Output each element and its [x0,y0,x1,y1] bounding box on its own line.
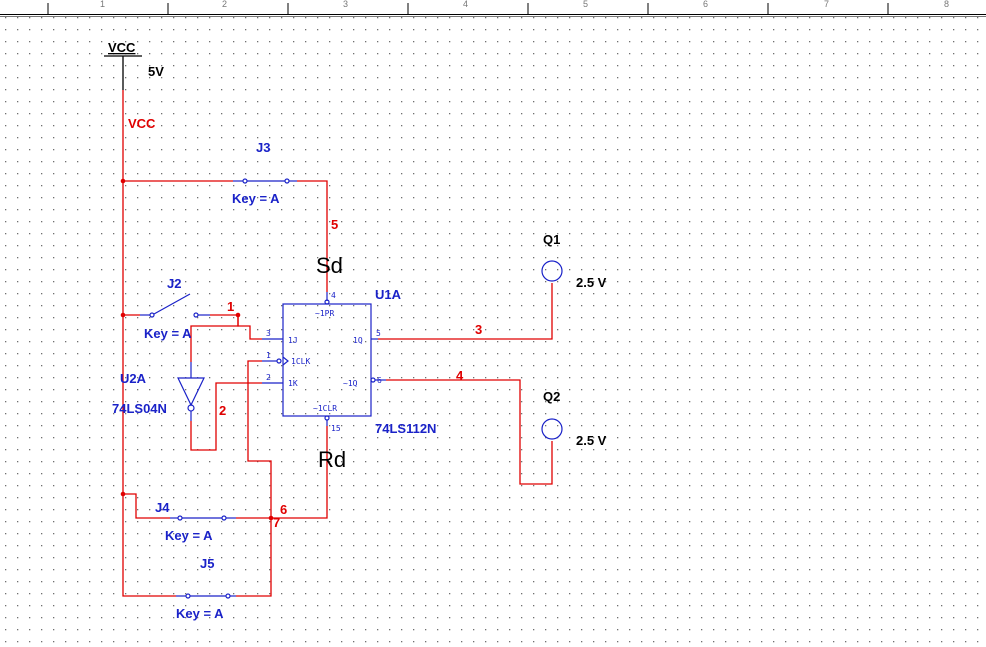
net-label-6: 6 [280,502,287,517]
pin-k-name: 1K [288,379,298,388]
switch-j3[interactable]: J3 Key = A [232,140,297,206]
pin-qn-number: 6 [377,376,382,385]
probe-q1-value: 2.5 V [576,275,607,290]
flipflop-part: 74LS112N [375,421,436,436]
switch-j2-ref: J2 [167,276,181,291]
jk-flipflop-u1a[interactable]: ~1PR 1J 1CLK 1K 1Q ~1Q ~1CLR 4 3 1 2 5 6… [262,287,436,436]
inverter-u2a[interactable]: U2A 74LS04N [112,362,205,421]
switch-j5-ref: J5 [200,556,214,571]
pin-k-number: 2 [266,373,271,382]
probe-q1[interactable]: Q1 2.5 V [541,232,607,290]
net-label-1: 1 [227,299,234,314]
probe-q2[interactable]: Q2 2.5 V [541,389,607,448]
top-ruler: 1 2 3 4 5 6 7 8 [0,0,986,17]
switch-j5-key: Key = A [176,606,224,621]
ruler-mark: 7 [824,0,829,9]
ruler-mark: 6 [703,0,708,9]
rd-annotation: Rd [318,447,346,472]
switch-j2-key: Key = A [144,326,192,341]
vcc-value: 5V [148,64,164,79]
vcc-label: VCC [108,40,136,55]
ruler-mark: 2 [222,0,227,9]
switch-j5[interactable]: J5 Key = A [176,556,236,621]
ruler-mark: 4 [463,0,468,9]
inverter-ref: U2A [120,371,147,386]
vcc-net-label: VCC [128,116,156,131]
probe-q2-ref: Q2 [543,389,560,404]
pin-clr-name: ~1CLR [313,404,337,413]
pin-j-name: 1J [288,336,298,345]
switch-j2[interactable]: J2 Key = A [140,276,210,341]
probe-q1-ref: Q1 [543,232,560,247]
ruler-mark: 8 [944,0,949,9]
ruler-mark: 1 [100,0,105,9]
flipflop-ref: U1A [375,287,402,302]
pin-pr-number: 4 [331,291,336,300]
probe-q2-value: 2.5 V [576,433,607,448]
pin-clk-name: 1CLK [291,357,310,366]
sd-annotation: Sd [316,253,343,278]
pin-q-number: 5 [376,329,381,338]
pin-q-name: 1Q [353,336,363,345]
net-label-4: 4 [456,368,464,383]
pin-clk-number: 1 [266,351,271,360]
switch-j3-key: Key = A [232,191,280,206]
net-labels: 1 2 3 4 5 6 7 [219,217,482,530]
switch-j3-ref: J3 [256,140,270,155]
inverter-part: 74LS04N [112,401,167,416]
net-label-5: 5 [331,217,338,232]
ruler-mark: 5 [583,0,588,9]
switch-j4[interactable]: J4 Key = A [155,500,236,543]
pin-pr-name: ~1PR [315,309,334,318]
net-label-7: 7 [273,515,280,530]
ruler-mark: 3 [343,0,348,9]
grid-background [0,16,986,647]
pin-qn-name: ~1Q [343,379,358,388]
vcc-power-symbol[interactable]: VCC 5V [104,40,164,90]
switch-j4-ref: J4 [155,500,170,515]
switch-j4-key: Key = A [165,528,213,543]
wires [122,90,553,597]
junction-dots [120,178,274,521]
pin-j-number: 3 [266,329,271,338]
net-label-3: 3 [475,322,482,337]
pin-clr-number: 15 [331,424,341,433]
net-label-2: 2 [219,403,226,418]
